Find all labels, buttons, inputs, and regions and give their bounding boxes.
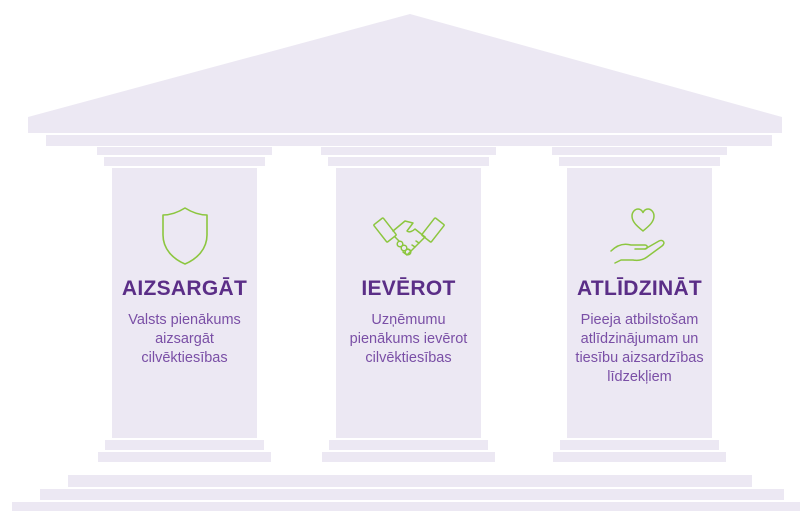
description-line: cilvēktiesības [141,350,228,366]
pillar-1-shaft [112,168,257,438]
description-line: Valsts pienākums [128,312,241,328]
pillar-description: Pieeja atbilstošam atlīdzinājumam un tie… [567,311,712,387]
shield-icon [161,207,208,265]
description-line: aizsargāt [155,331,214,347]
pillar-2-base [322,452,495,462]
stylobate-step-2 [40,489,784,500]
description-line: tiesību aizsardzības [575,350,704,366]
pillar-2-base [329,440,488,450]
entablature [46,135,772,146]
description-line: līdzekļiem [607,369,672,385]
description-line: cilvēktiesības [365,350,452,366]
pillar-1-base [98,452,271,462]
description-line: atlīdzinājumam un [580,331,699,347]
pillar-2-shaft [336,168,481,438]
pillar-3-content: ATLĪDZINĀT Pieeja atbilstošam atlīdzināj… [567,205,712,387]
pillar-1-content: AIZSARGĀT Valsts pienākums aizsargāt cil… [112,205,257,368]
description-line: pienākums ievērot [349,331,468,347]
pillar-title: AIZSARGĀT [121,277,248,300]
pillar-2-content: IEVĒROT Uzņēmumu pienākums ievērot cilvē… [336,205,481,368]
pillar-description: Uzņēmumu pienākums ievērot cilvēktiesība… [336,311,481,368]
heart-in-hand-icon [609,208,665,264]
pillar-1-capital [104,157,265,166]
stylobate-step-3 [12,502,800,511]
stylobate-step-1 [68,475,752,487]
pillar-1-capital [97,147,272,155]
pillar-2-capital [328,157,489,166]
temple-roof [28,14,782,133]
pillar-description: Valsts pienākums aizsargāt cilvēktiesība… [112,311,257,368]
pillar-1-base [105,440,264,450]
pillar-title: ATLĪDZINĀT [576,277,703,300]
pillar-title: IEVĒROT [361,277,456,300]
pillar-3-capital [552,147,727,155]
description-line: Uzņēmumu [371,312,446,328]
description-line: Pieeja atbilstošam [580,312,699,328]
pillar-3-base [560,440,719,450]
handshake-icon [372,217,445,256]
pillar-3-shaft [567,168,712,438]
pillar-2-capital [321,147,496,155]
pillar-3-base [553,452,726,462]
pillar-3-capital [559,157,720,166]
